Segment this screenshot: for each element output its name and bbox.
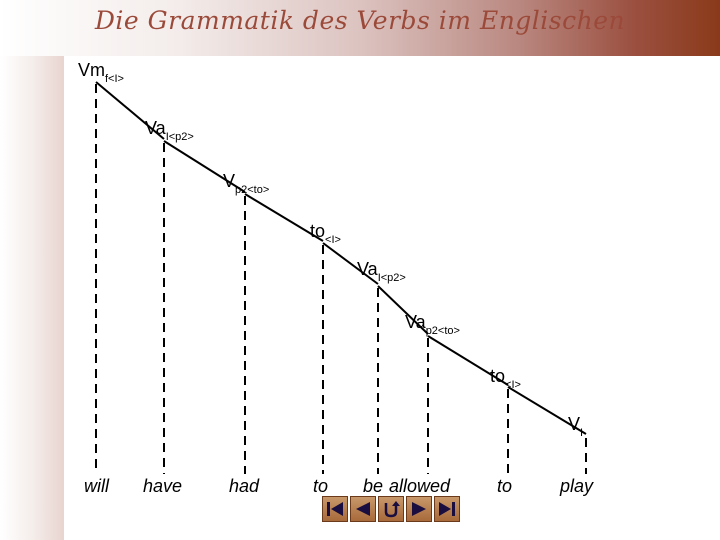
header-band: [0, 0, 720, 56]
return-icon: [384, 501, 400, 518]
tree-node-6: Vap2<to>: [405, 312, 460, 337]
tree-edge: [507, 386, 587, 435]
word-3: had: [229, 476, 260, 496]
word-5: be: [363, 476, 383, 496]
tree-node-1: Vmf<I>: [78, 60, 124, 85]
tree-edge: [95, 81, 165, 140]
previous-slide-button[interactable]: [350, 496, 376, 522]
word-2: have: [143, 476, 182, 496]
tree-node-4: to<I>: [310, 221, 341, 246]
first-slide-button[interactable]: [322, 496, 348, 522]
tree-edge: [244, 193, 324, 242]
next-slide-button[interactable]: [406, 496, 432, 522]
tree-node-8: VI: [568, 414, 583, 439]
tree-node-5: VaI<p2>: [357, 259, 406, 284]
word-1: will: [84, 476, 110, 496]
slide-navigation: [322, 496, 462, 522]
first-slide-icon: [327, 502, 343, 516]
previous-slide-icon: [356, 502, 370, 516]
slide-title: Die Grammatik des Verbs im Englischen: [94, 6, 626, 35]
tree-edge: [377, 285, 429, 335]
tree-edge: [163, 140, 246, 193]
next-slide-icon: [412, 502, 426, 516]
tree-node-3: Vp2<to>: [223, 171, 269, 196]
word-6: allowed: [389, 476, 451, 496]
tree-edge: [322, 242, 379, 285]
tree-node-2: VaI<p2>: [145, 118, 194, 143]
left-decor-strip: [0, 56, 64, 540]
tree-edge: [427, 335, 509, 386]
word-4: to: [313, 476, 328, 496]
last-slide-button[interactable]: [434, 496, 460, 522]
tree-node-7: to<I>: [490, 366, 521, 391]
return-button[interactable]: [378, 496, 404, 522]
word-7: to: [497, 476, 512, 496]
word-8: play: [559, 476, 594, 496]
last-slide-icon: [439, 502, 455, 516]
